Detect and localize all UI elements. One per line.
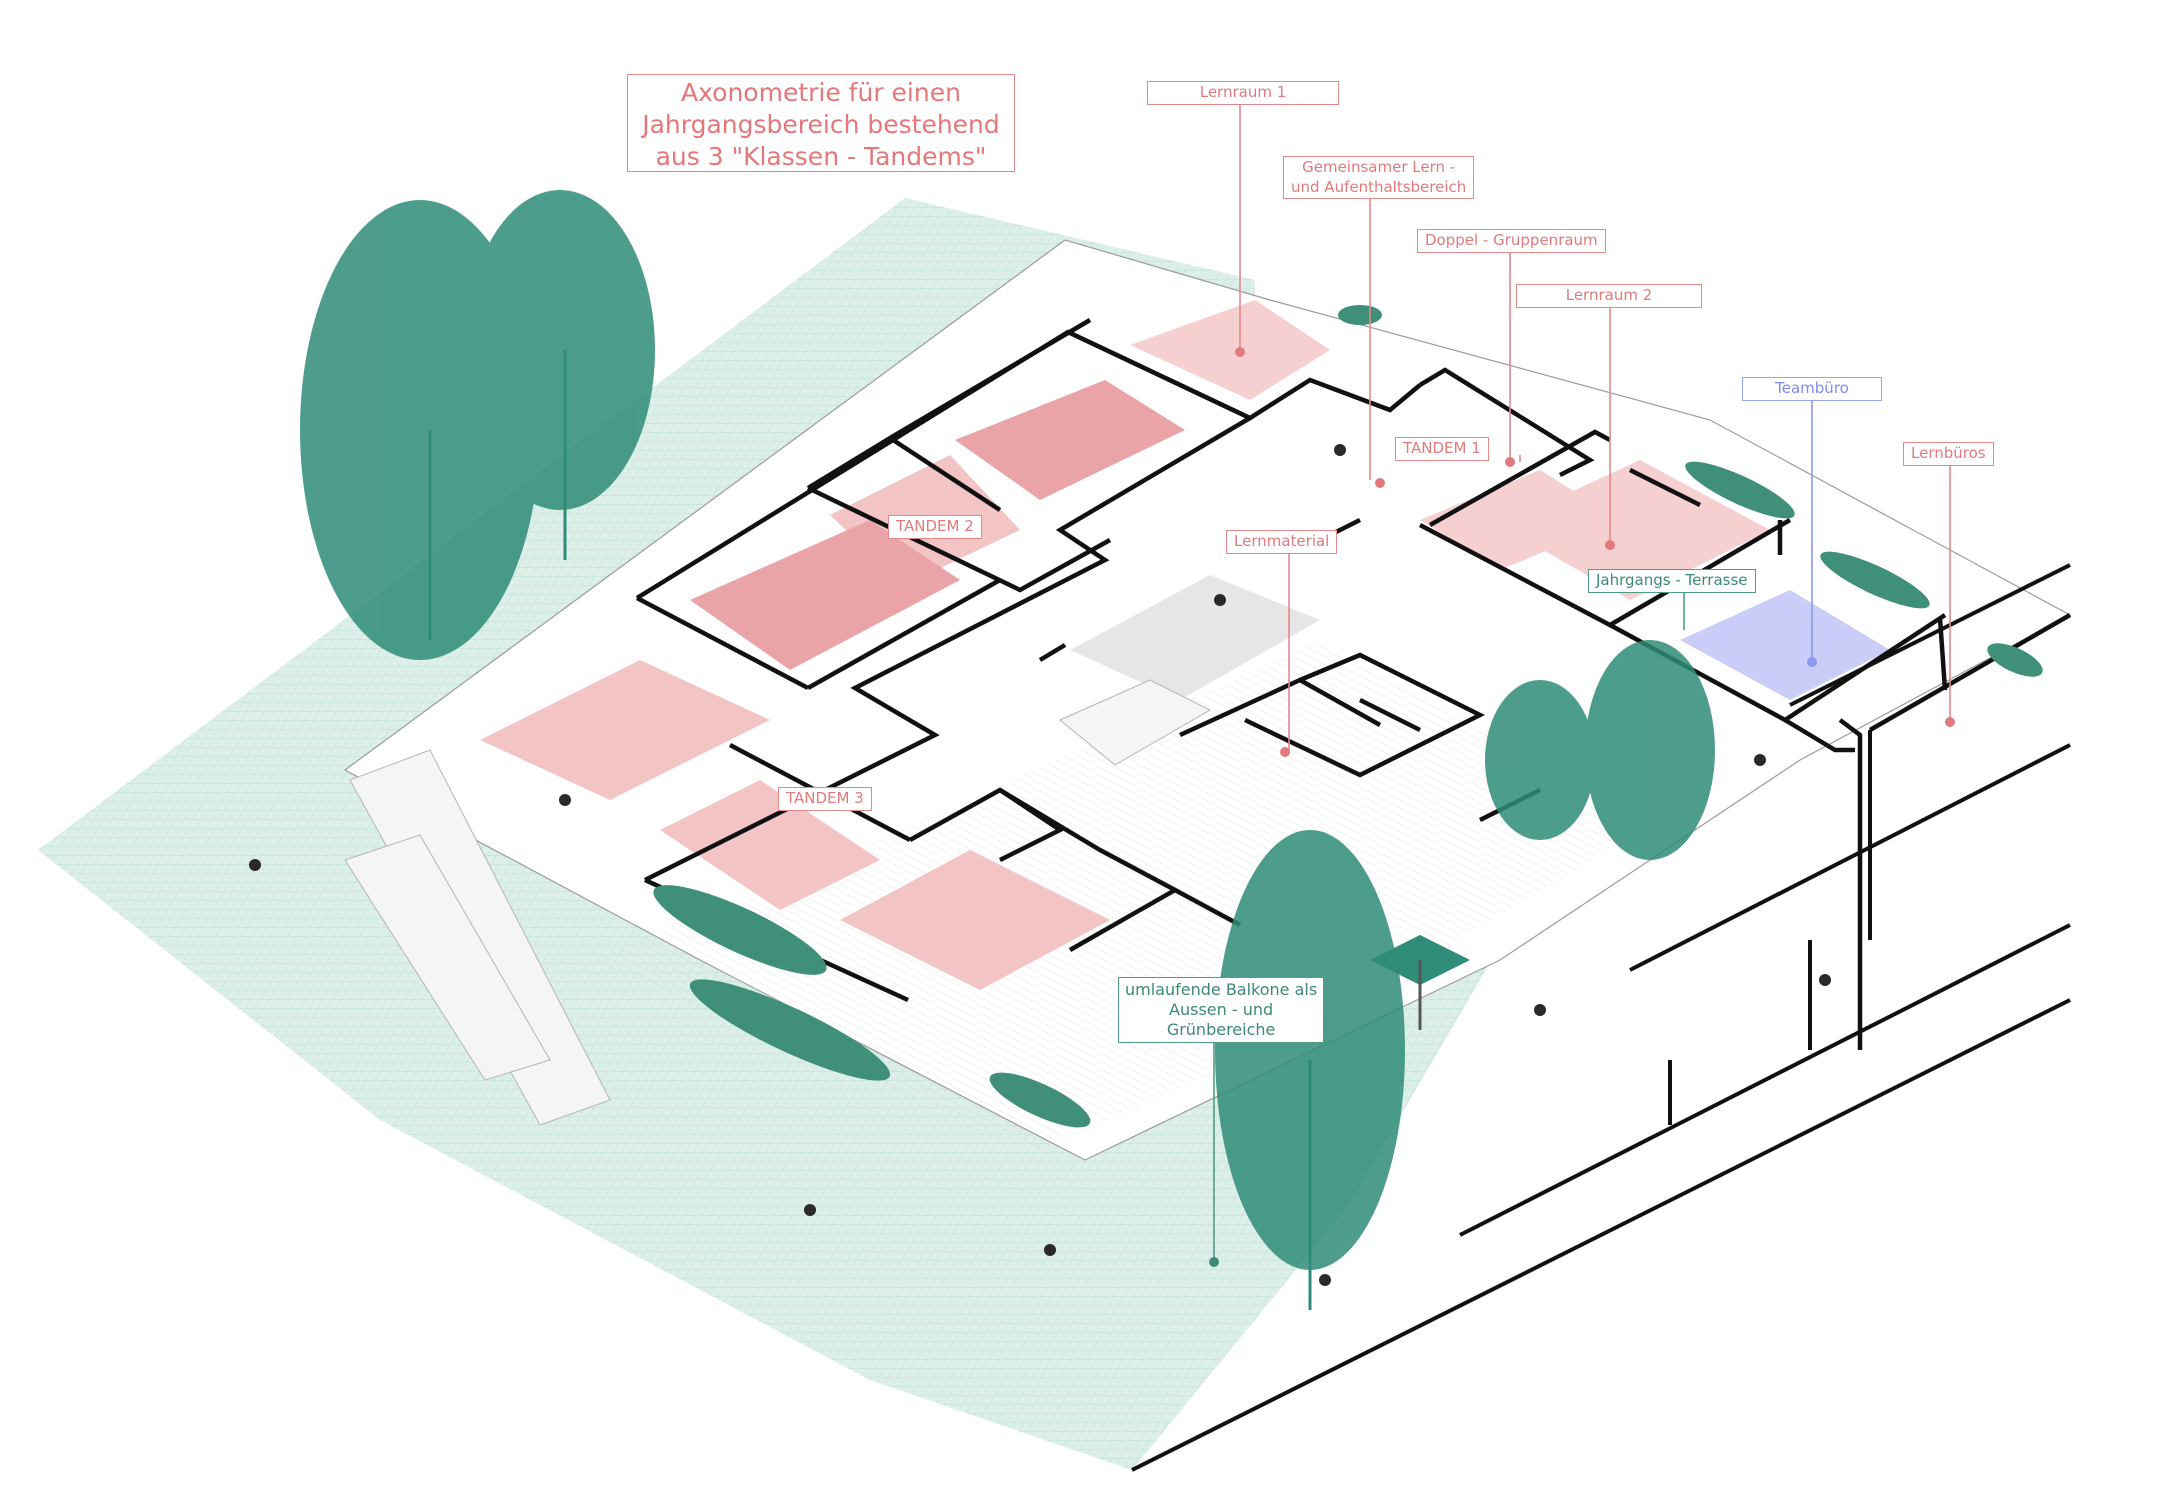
title-line-2: Jahrgangsbereich bestehend: [642, 110, 1000, 139]
tandem3-group: [660, 780, 880, 910]
balkone-line-2: Aussen - und: [1169, 1000, 1274, 1019]
drawing-title: Axonometrie für einen Jahrgangsbereich b…: [627, 74, 1015, 172]
tree-trunks: [428, 350, 1312, 1310]
label-tandem-2: TANDEM 2: [888, 515, 982, 539]
umbrella: [1370, 935, 1470, 1030]
leader-lines: [1213, 102, 1951, 1262]
label-lernraum-2: Lernraum 2: [1516, 284, 1702, 308]
teambuero-room: [1680, 590, 1890, 700]
leader-dots: [1209, 347, 1955, 1267]
tandem3-room-b: [840, 850, 1110, 990]
people: [249, 444, 1831, 1286]
gemeinsam-line-2: und Aufenthaltsbereich: [1291, 177, 1467, 196]
title-line-1: Axonometrie für einen: [681, 78, 961, 107]
balkone-line-1: umlaufende Balkone als: [1125, 980, 1318, 999]
label-umlaufende-balkone: umlaufende Balkone als Aussen - und Grün…: [1118, 977, 1325, 1043]
learning-rooms: [480, 300, 1890, 990]
lernraum-1-floor: [1130, 300, 1330, 400]
tandem2-classroom: [690, 520, 960, 670]
lernraum-2-room: [1500, 460, 1770, 600]
stairs: [344, 679, 1212, 1126]
walls: [635, 318, 2072, 1050]
section-lines: [1131, 563, 2071, 1472]
label-lernmaterial: Lernmaterial: [1226, 530, 1338, 554]
title-line-3: aus 3 "Klassen - Tandems": [655, 142, 987, 171]
label-teambuero: Teambüro: [1742, 377, 1882, 401]
label-lernbueros: Lernbüros: [1903, 442, 1994, 466]
gemeinsam-line-1: Gemeinsamer Lern -: [1302, 158, 1456, 176]
lernmaterial-floor: [1070, 575, 1320, 700]
label-tandem-3: TANDEM 3: [778, 787, 872, 811]
tandem2-room-a: [955, 380, 1185, 500]
label-tandem-1: TANDEM 1: [1395, 437, 1489, 461]
label-doppel-gruppenraum: Doppel - Gruppenraum: [1417, 229, 1606, 253]
deck-balconies: [590, 640, 1660, 1150]
tandem3-classroom: [480, 660, 770, 800]
label-lernraum-1: Lernraum 1: [1147, 81, 1339, 105]
label-jahrgangs-terrasse: Jahrgangs - Terrasse: [1588, 569, 1756, 593]
balkone-line-3: Grünbereiche: [1166, 1020, 1276, 1039]
planters: [653, 305, 2043, 1128]
trees: [300, 190, 1715, 1270]
label-gemeinsamer-bereich: Gemeinsamer Lern - und Aufenthaltsbereic…: [1283, 156, 1475, 199]
